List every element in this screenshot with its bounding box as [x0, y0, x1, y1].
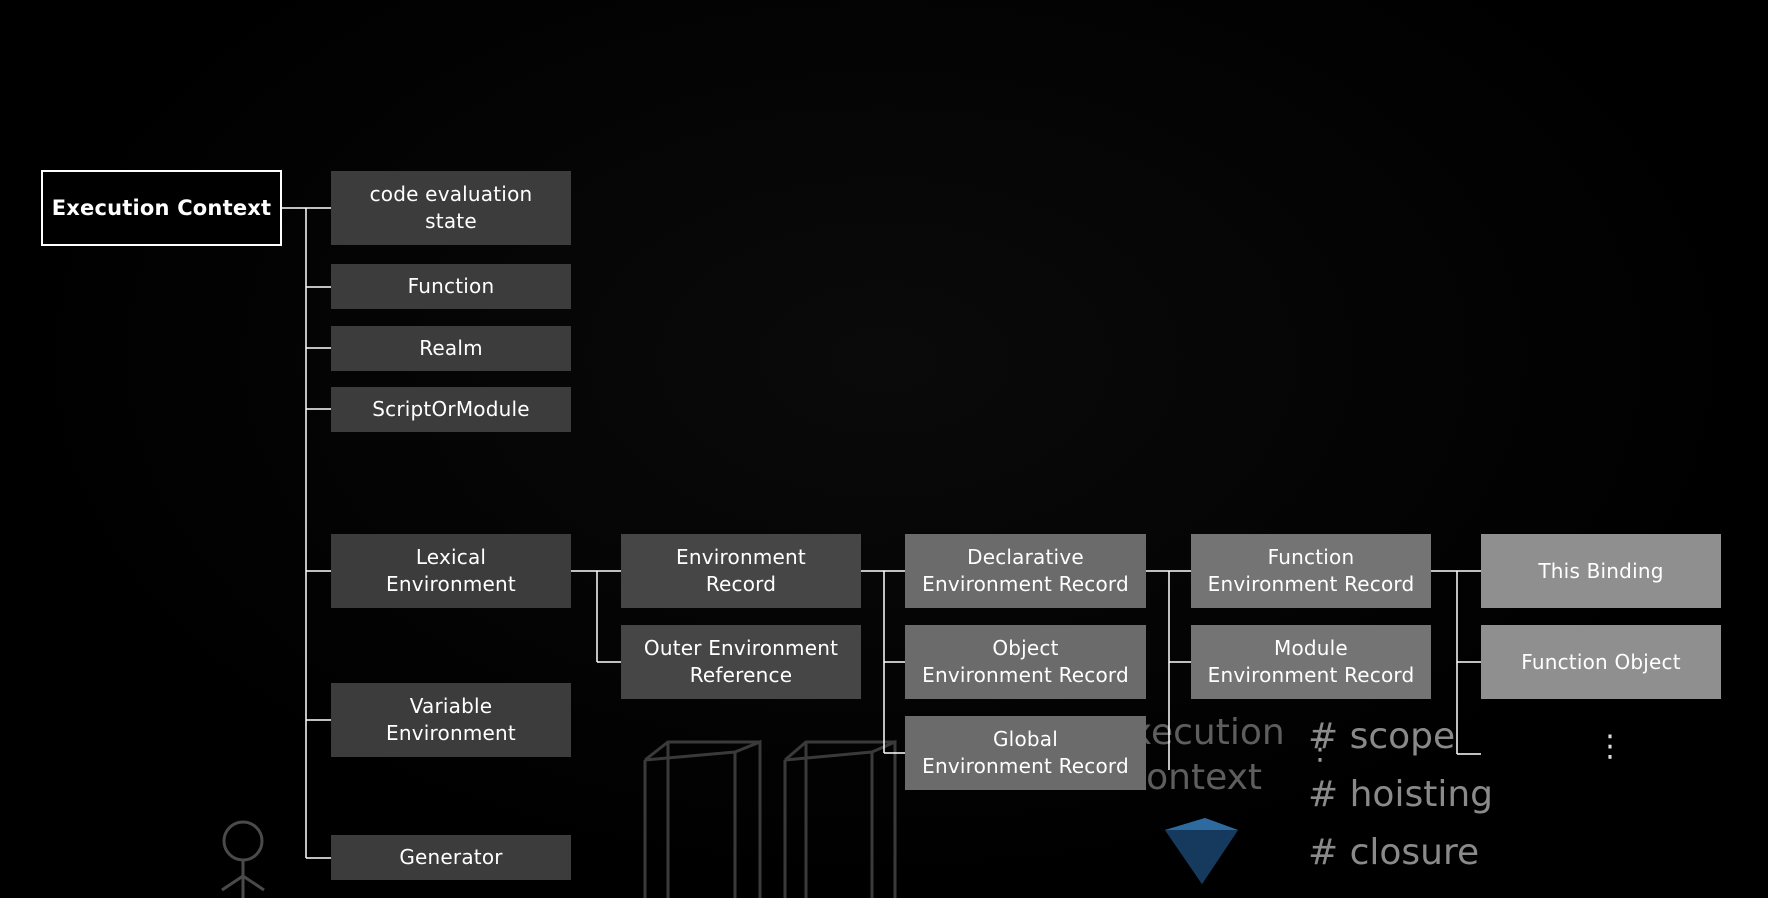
obstacle-pillars	[643, 739, 897, 898]
node-function-environment-record: Function Environment Record	[1191, 534, 1431, 608]
node-code-evaluation-state: code evaluation state	[331, 171, 571, 245]
node-execution-context: Execution Context	[41, 170, 282, 246]
node-generator: Generator	[331, 835, 571, 880]
node-object-environment-record: Object Environment Record	[905, 625, 1146, 699]
gem-icon	[1165, 818, 1238, 884]
node-declarative-environment-record: Declarative Environment Record	[905, 534, 1146, 608]
node-realm: Realm	[331, 326, 571, 371]
node-outer-environment-reference: Outer Environment Reference	[621, 625, 861, 699]
node-global-environment-record: Global Environment Record	[905, 716, 1146, 790]
node-function-object: Function Object	[1481, 625, 1721, 699]
node-environment-record: Environment Record	[621, 534, 861, 608]
stick-figure-icon	[221, 820, 265, 898]
node-lexical-environment: Lexical Environment	[331, 534, 571, 608]
node-this-binding: This Binding	[1481, 534, 1721, 608]
tag-closure: # closure	[1308, 832, 1480, 873]
node-function: Function	[331, 264, 571, 309]
node-script-or-module: ScriptOrModule	[331, 387, 571, 432]
more-ellipsis: ⋮	[1595, 729, 1625, 764]
node-variable-environment: Variable Environment	[331, 683, 571, 757]
tag-scope: # scope	[1308, 716, 1456, 757]
tag-hoisting: # hoisting	[1308, 774, 1493, 815]
node-module-environment-record: Module Environment Record	[1191, 625, 1431, 699]
